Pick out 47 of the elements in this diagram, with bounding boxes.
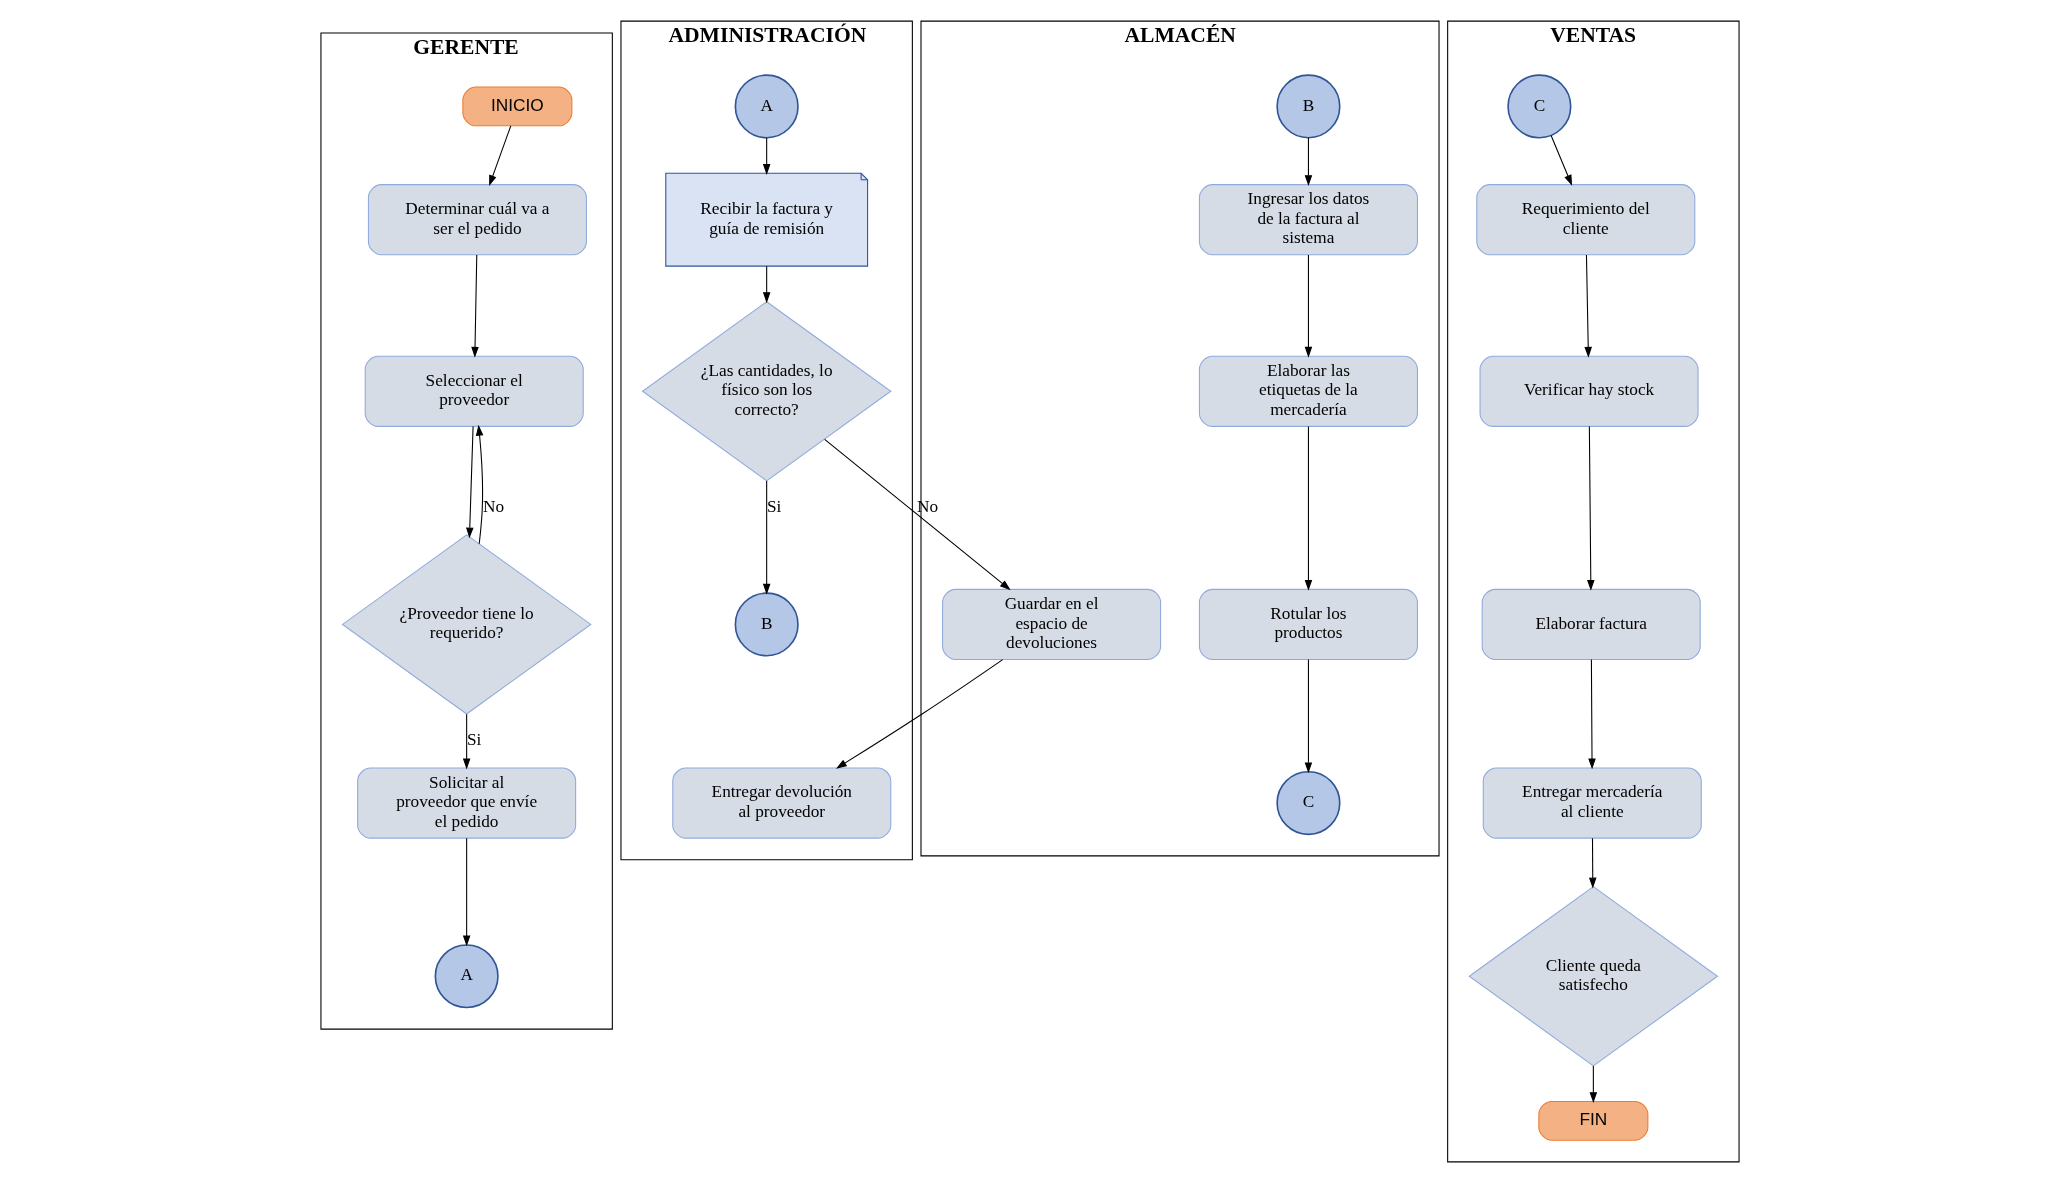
arrow [1304,254,1313,358]
node-box: Rotular los productos [1198,588,1418,661]
edge-label: Si [467,730,482,750]
node-box: Elaborar las etiquetas de la mercadería [1198,355,1418,427]
arrow [462,713,471,770]
node-circle: C [1507,74,1572,139]
arrow [1588,837,1597,889]
arrow [1584,254,1592,358]
node-box: Verificar hay stock [1479,355,1699,427]
arrow [836,659,1004,769]
edge-label: Si [767,496,782,516]
node-box: Entregar devolución al proveedor [672,767,892,839]
node-box: Elaborar factura [1481,588,1701,661]
node-box: Guardar en el espacio de devoluciones [942,588,1162,661]
edge-label: No [483,496,505,516]
arrow [462,837,471,947]
arrow [466,425,474,539]
node-box: Seleccionar el proveedor [364,355,584,427]
node-circle: B [734,592,799,657]
node-box: Requerimiento del cliente [1476,184,1696,256]
arrow [1588,658,1596,770]
node-box: Entregar mercadería al cliente [1482,767,1702,839]
arrow [471,254,479,358]
arrow [1587,425,1595,591]
arrow [824,438,1011,591]
node-box: FIN [1538,1100,1649,1141]
arrow [762,137,771,175]
node-circle: B [1276,74,1341,139]
node-box: Determinar cuál va a ser el pedido [367,184,587,256]
node-diamond: Cliente queda satisfecho [1468,886,1719,1067]
arrow [1304,137,1313,186]
node-box: Ingresar los datos de la factura al sistema [1198,184,1418,256]
node-diamond: ¿Las cantidades, lo físico son los correcto? [641,301,892,482]
arrow [1589,1065,1598,1103]
arrow [1550,135,1573,186]
node-box: INICIO [462,86,573,127]
arrow [1304,658,1313,774]
node-diamond: ¿Proveedor tiene lo requerido? [341,534,592,715]
arrow [762,480,771,595]
node-box: Solicitar al proveedor que envíe el pedido [357,767,577,839]
arrow [762,265,771,304]
arrow [1304,425,1313,591]
node-circle: A [734,74,799,139]
arrow [475,424,484,545]
arrow [489,125,512,187]
node-circle: A [434,944,499,1009]
node-circle: C [1276,770,1341,836]
